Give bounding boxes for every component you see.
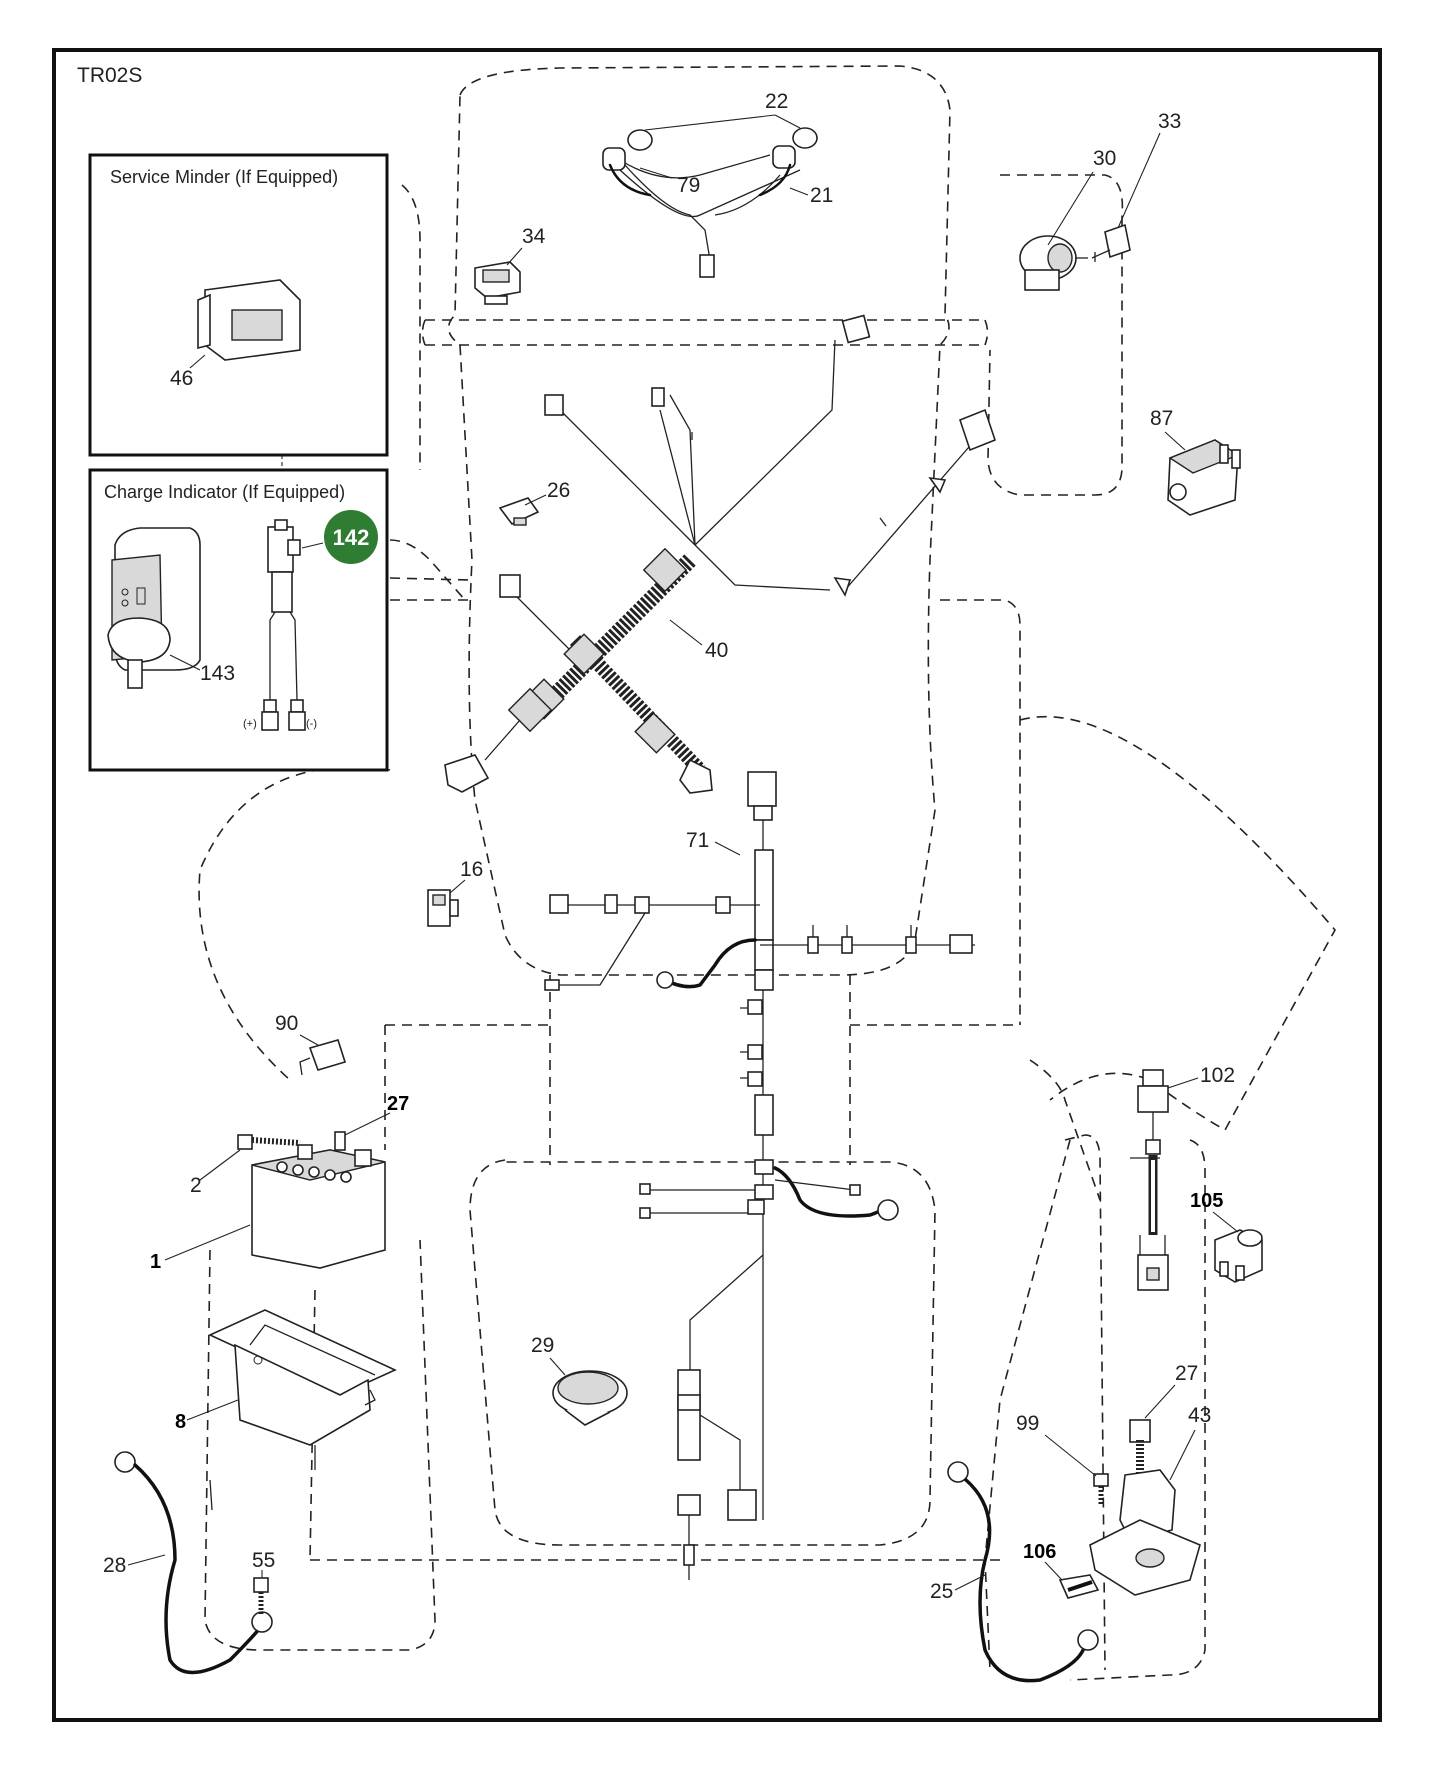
- screw-99: [1093, 1473, 1109, 1505]
- callout-34: 34: [522, 225, 546, 248]
- callout-99: 99: [1016, 1412, 1039, 1435]
- clip-106: [1058, 1574, 1100, 1599]
- starter-solenoid-43: [1089, 1419, 1201, 1596]
- callout-27a: 27: [387, 1093, 409, 1115]
- callout-2: 2: [190, 1174, 202, 1197]
- callout-22: 22: [765, 90, 788, 113]
- callout-1: 1: [150, 1251, 161, 1273]
- callout-21: 21: [810, 184, 833, 207]
- polarity-negative: (-): [306, 718, 317, 730]
- battery-1: [251, 1144, 386, 1269]
- callout-26: 26: [547, 479, 570, 502]
- solenoid-105: [1214, 1229, 1263, 1283]
- callout-30: 30: [1093, 147, 1116, 170]
- fuse-26: [498, 497, 540, 526]
- callout-28: 28: [103, 1554, 126, 1577]
- headlight-harness: [602, 127, 818, 278]
- callout-16: 16: [460, 858, 483, 881]
- callout-8: 8: [175, 1411, 186, 1433]
- callout-142: 142: [333, 525, 370, 550]
- main-harness-40: [444, 314, 996, 794]
- service-minder-title: Service Minder (If Equipped): [110, 167, 338, 187]
- harness-102: [1130, 1069, 1169, 1291]
- diagram-frame: [52, 48, 1382, 1722]
- bolt-2: [237, 1134, 301, 1150]
- callout-71: 71: [686, 829, 709, 852]
- polarity-positive: (+): [243, 718, 257, 730]
- highlight-142: 142: [324, 510, 378, 564]
- callout-46: 46: [170, 367, 193, 390]
- charge-indicator-harness: [261, 519, 306, 731]
- callout-29: 29: [531, 1334, 554, 1357]
- diagram-id: TR02S: [77, 64, 142, 87]
- callout-55: 55: [252, 1549, 275, 1572]
- bolt-55: [253, 1577, 269, 1614]
- harness-71: [544, 771, 975, 1580]
- callout-79: 79: [677, 174, 700, 197]
- part-90: [299, 1039, 347, 1076]
- tractor-outline: [198, 65, 1336, 1681]
- callout-33: 33: [1158, 110, 1181, 133]
- callout-143: 143: [200, 662, 235, 685]
- service-minder-box: Service Minder (If Equipped) 46: [88, 153, 389, 457]
- ignition-switch-30: [1019, 235, 1088, 291]
- callout-106: 106: [1023, 1541, 1056, 1563]
- callout-40: 40: [705, 639, 728, 662]
- plug-29: [552, 1370, 628, 1426]
- cable-25: [947, 1461, 1099, 1683]
- callout-102: 102: [1200, 1064, 1235, 1087]
- callout-87: 87: [1150, 407, 1173, 430]
- callout-105: 105: [1190, 1190, 1223, 1212]
- callout-25: 25: [930, 1580, 953, 1603]
- relay-87: [1167, 439, 1241, 516]
- callout-27b: 27: [1175, 1362, 1198, 1385]
- battery-tray-8: [208, 1309, 397, 1470]
- cable-28: [114, 1451, 273, 1675]
- callout-90: 90: [275, 1012, 298, 1035]
- connector-16: [427, 889, 459, 927]
- nut-27a: [334, 1131, 346, 1151]
- ignition-key-33: [1091, 223, 1131, 262]
- charge-indicator-title: Charge Indicator (If Equipped): [104, 482, 345, 502]
- charge-indicator-box: Charge Indicator (If Equipped) 143 (+) (…: [88, 468, 389, 772]
- charge-gauge: [107, 527, 201, 689]
- callout-43: 43: [1188, 1404, 1211, 1427]
- service-minder-module: [197, 279, 301, 361]
- switch-34: [474, 261, 521, 305]
